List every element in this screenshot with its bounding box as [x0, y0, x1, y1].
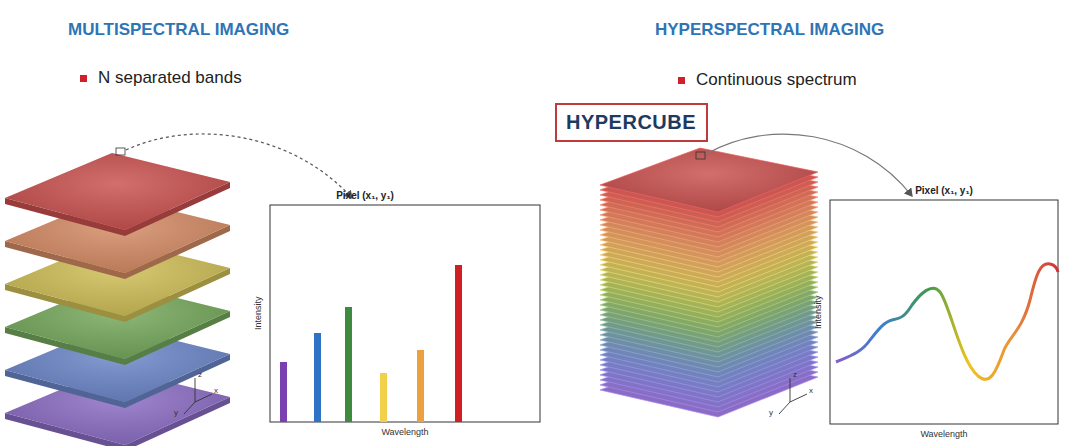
band-bars: [280, 265, 462, 422]
axis-label: Wavelength: [381, 427, 428, 437]
axis-letter: y: [769, 408, 773, 417]
spectrum-curve: [836, 264, 1058, 379]
axis-label: Intensity: [813, 295, 823, 329]
axis-label: Intensity: [253, 296, 263, 330]
axis-letter: y: [174, 408, 178, 417]
axis-letter: z: [198, 370, 202, 379]
pixel-marker: [116, 148, 125, 155]
chart-title: Pixel (x₁, y₁): [336, 190, 394, 202]
leader-line: [126, 134, 352, 198]
axis-glyph: [184, 378, 807, 414]
bullet: [80, 75, 87, 82]
axis-letter: x: [214, 386, 218, 395]
chart-frame: [830, 200, 1058, 424]
box-title: HYPERCUBE: [566, 111, 697, 134]
leader-line: [706, 134, 912, 196]
axis-label: Wavelength: [920, 429, 967, 439]
bullet-text: N separated bands: [98, 68, 242, 88]
pixel-marker: [696, 152, 705, 159]
chart-frame: [270, 205, 540, 422]
chart-title: Pixel (x₁, y₁): [915, 185, 973, 197]
heading: HYPERSPECTRAL IMAGING: [655, 20, 884, 40]
hypercube-stack: [600, 148, 818, 417]
heading: MULTISPECTRAL IMAGING: [68, 20, 289, 40]
axis-letter: z: [793, 370, 797, 379]
bullet-text: Continuous spectrum: [696, 70, 857, 90]
axis-letter: x: [809, 386, 813, 395]
band-stack: [5, 153, 230, 446]
bullet: [678, 77, 685, 84]
title-box: HYPERCUBE: [555, 103, 708, 142]
